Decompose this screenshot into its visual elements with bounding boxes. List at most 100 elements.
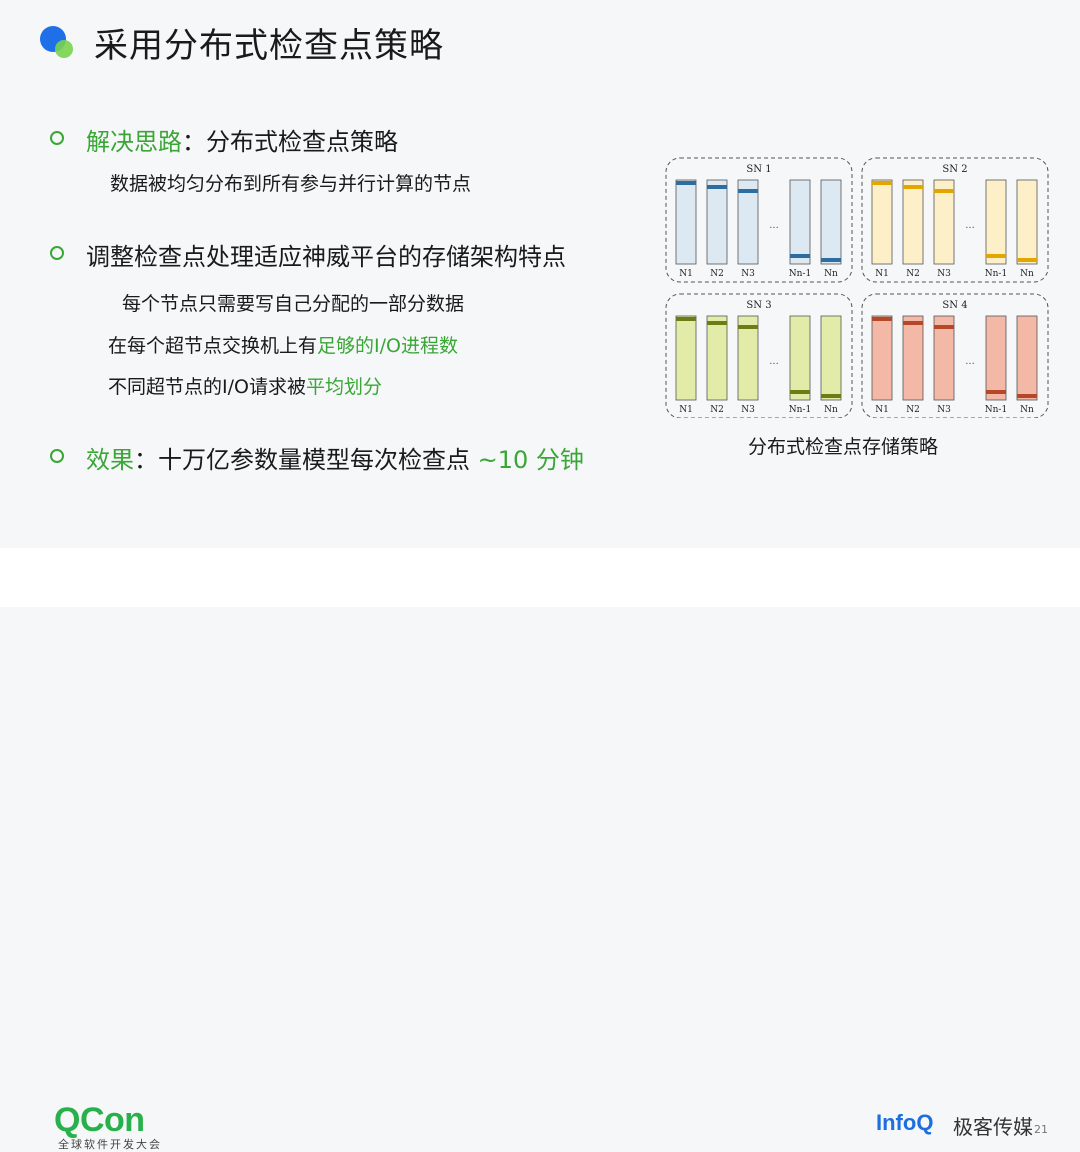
node-storage-bar bbox=[985, 179, 1007, 265]
node-label: Nn bbox=[1020, 405, 1034, 415]
ellipsis-label: ... bbox=[965, 356, 975, 367]
node-label: N1 bbox=[679, 405, 693, 415]
node-data-band bbox=[738, 325, 758, 329]
sub-item-io-balance: 不同超节点的I/O请求被平均划分 bbox=[108, 372, 382, 399]
node-data-band bbox=[872, 317, 892, 321]
node-storage-bar bbox=[789, 179, 811, 265]
bullet-ring-icon bbox=[50, 449, 64, 463]
bullet-text: 调整检查点处理适应神威平台的存储架构特点 bbox=[86, 243, 566, 271]
ellipsis-label: ... bbox=[769, 356, 779, 367]
bullet-label: 效果 bbox=[86, 446, 134, 474]
node-label: Nn-1 bbox=[985, 269, 1007, 279]
node-storage-bar bbox=[902, 179, 924, 265]
node-data-band bbox=[986, 390, 1006, 394]
node-label: N2 bbox=[906, 269, 920, 279]
node-label: N3 bbox=[741, 269, 755, 279]
sub-item-io-process: 在每个超节点交换机上有足够的I/O进程数 bbox=[108, 331, 458, 358]
node-storage-bar bbox=[871, 315, 893, 401]
node-data-band bbox=[707, 321, 727, 325]
node-storage-bar bbox=[706, 179, 728, 265]
bullet-sep: ： bbox=[134, 446, 158, 474]
ellipsis-label: ... bbox=[965, 220, 975, 231]
node-storage-bar bbox=[737, 315, 759, 401]
node-data-band bbox=[676, 317, 696, 321]
bullet-label: 解决思路 bbox=[86, 128, 182, 156]
node-label: Nn-1 bbox=[985, 405, 1007, 415]
qcon-subtitle: 全球软件开发大会 bbox=[58, 1138, 162, 1151]
sub-text: 不同超节点的I/O请求被 bbox=[108, 376, 306, 398]
node-storage-bar bbox=[871, 179, 893, 265]
node-storage-bar bbox=[933, 315, 955, 401]
node-label: N2 bbox=[710, 269, 724, 279]
node-label: N1 bbox=[875, 269, 889, 279]
node-data-band bbox=[934, 325, 954, 329]
bullet-effect: 效果：十万亿参数量模型每次检查点 ~10 分钟 bbox=[50, 440, 584, 475]
node-data-band bbox=[790, 254, 810, 258]
bullet-approach: 解决思路：分布式检查点策略 bbox=[50, 122, 398, 157]
slide-content: 采用分布式检查点策略 解决思路：分布式检查点策略 数据被均匀分布到所有参与并行计… bbox=[0, 0, 1080, 548]
node-label: Nn bbox=[1020, 269, 1034, 279]
node-data-band bbox=[1017, 258, 1037, 262]
node-storage-bar bbox=[933, 179, 955, 265]
diagram-caption: 分布式检查点存储策略 bbox=[748, 436, 939, 458]
geek-media-logo: 极客传媒 bbox=[953, 1115, 1033, 1139]
sub-highlight: 足够的I/O进程数 bbox=[317, 335, 458, 357]
node-data-band bbox=[1017, 394, 1037, 398]
node-label: Nn bbox=[824, 405, 838, 415]
node-label: Nn-1 bbox=[789, 405, 811, 415]
node-data-band bbox=[903, 321, 923, 325]
node-data-band bbox=[821, 394, 841, 398]
title-dots-icon bbox=[38, 24, 78, 64]
node-data-band bbox=[821, 258, 841, 262]
node-storage-bar bbox=[675, 179, 697, 265]
qcon-logo: QCon bbox=[54, 1101, 145, 1139]
footer: QCon 全球软件开发大会 InfoQ 极客传媒 21 bbox=[0, 548, 1080, 1151]
supernode-border bbox=[665, 293, 853, 418]
bullet-text: 分布式检查点策略 bbox=[206, 128, 398, 156]
node-data-band bbox=[790, 390, 810, 394]
bullet-highlight: ~10 分钟 bbox=[477, 446, 584, 474]
sub-item-node-write: 每个节点只需要写自己分配的一部分数据 bbox=[122, 293, 465, 315]
node-label: Nn-1 bbox=[789, 269, 811, 279]
node-label: N2 bbox=[906, 405, 920, 415]
supernode-border bbox=[665, 157, 853, 283]
supernode-4: SN 4 N1 N2 N3 Nn-1 Nn... bbox=[861, 293, 1049, 418]
supernode-label: SN 4 bbox=[942, 300, 967, 311]
bullet-adjust: 调整检查点处理适应神威平台的存储架构特点 bbox=[50, 237, 566, 272]
node-data-band bbox=[934, 189, 954, 193]
node-data-band bbox=[903, 185, 923, 189]
supernode-label: SN 3 bbox=[746, 300, 771, 311]
node-label: N1 bbox=[679, 269, 693, 279]
node-label: N1 bbox=[875, 405, 889, 415]
node-label: N3 bbox=[741, 405, 755, 415]
node-data-band bbox=[986, 254, 1006, 258]
bullet-ring-icon bbox=[50, 131, 64, 145]
node-data-band bbox=[872, 181, 892, 185]
supernode-border bbox=[861, 157, 1049, 283]
node-storage-bar bbox=[820, 179, 842, 265]
bullet-text: 十万亿参数量模型每次检查点 bbox=[158, 446, 478, 474]
bullet-sep: ： bbox=[182, 128, 206, 156]
sub-highlight: 平均划分 bbox=[305, 376, 382, 398]
node-data-band bbox=[707, 185, 727, 189]
supernode-border bbox=[861, 293, 1049, 418]
node-storage-bar bbox=[985, 315, 1007, 401]
node-storage-bar bbox=[789, 315, 811, 401]
page-title: 采用分布式检查点策略 bbox=[94, 26, 444, 66]
sub-text: 在每个超节点交换机上有 bbox=[108, 335, 318, 357]
node-storage-bar bbox=[820, 315, 842, 401]
node-label: Nn bbox=[824, 269, 838, 279]
node-data-band bbox=[676, 181, 696, 185]
bullet-ring-icon bbox=[50, 246, 64, 260]
node-storage-bar bbox=[737, 179, 759, 265]
sub-item-distribution: 数据被均匀分布到所有参与并行计算的节点 bbox=[110, 173, 472, 195]
node-storage-bar bbox=[675, 315, 697, 401]
node-data-band bbox=[738, 189, 758, 193]
node-storage-bar bbox=[706, 315, 728, 401]
node-label: N3 bbox=[937, 405, 951, 415]
node-storage-bar bbox=[1016, 179, 1038, 265]
